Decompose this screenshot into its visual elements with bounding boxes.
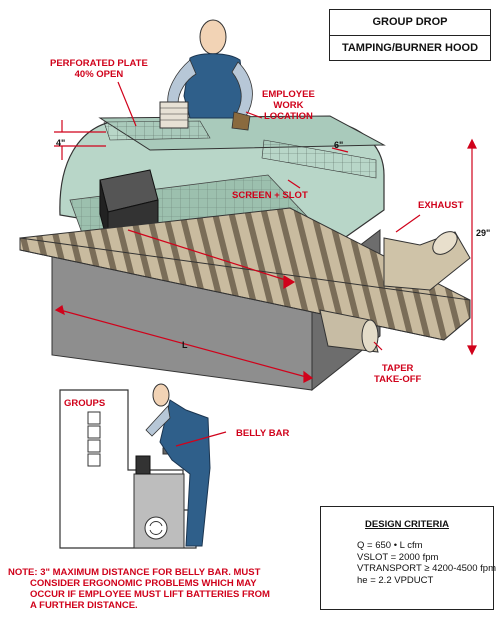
- note-text: NOTE: 3" MAXIMUM DISTANCE FOR BELLY BAR.…: [8, 567, 308, 611]
- perforated-open-text: 40% OPEN: [74, 69, 124, 80]
- exhaust-label: EXHAUST: [418, 200, 464, 211]
- belly-bar-view: [59, 383, 227, 549]
- employee-location-label: EMPLOYEE WORK LOCATION: [262, 89, 315, 122]
- dimension-29-inch: 29": [476, 228, 491, 238]
- perforated-plate-text: PERFORATED PLATE: [50, 58, 148, 69]
- dimension-6-inch: 6": [334, 140, 344, 150]
- screen-slot-label: SCREEN + SLOT: [232, 190, 308, 201]
- top-worker: [159, 19, 253, 131]
- note-line-1: NOTE: 3" MAXIMUM DISTANCE FOR BELLY BAR.…: [8, 567, 261, 578]
- taper-takeoff-label: TAPER TAKE-OFF: [374, 363, 421, 385]
- note-line-2: CONSIDER ERGONOMIC PROBLEMS WHICH MAY: [30, 578, 257, 589]
- design-criteria-heading: DESIGN CRITERIA: [365, 519, 449, 530]
- criteria-transport-velocity: VTRANSPORT ≥ 4200-4500 fpm: [357, 563, 496, 574]
- title-line-1: GROUP DROP: [372, 16, 448, 28]
- criteria-slot-velocity: VSLOT = 2000 fpm: [357, 551, 439, 563]
- taper-takeoff: [319, 309, 379, 353]
- belly-bar-label: BELLY BAR: [236, 428, 290, 439]
- takeoff-text: TAKE-OFF: [374, 374, 422, 385]
- title-line-2: TAMPING/BURNER HOOD: [330, 35, 490, 61]
- employee-text: EMPLOYEE: [262, 89, 315, 100]
- work-text: WORK: [273, 100, 304, 111]
- perforated-plate-label: PERFORATED PLATE 40% OPEN: [50, 58, 148, 80]
- taper-text: TAPER: [381, 363, 414, 374]
- groups-label: GROUPS: [64, 398, 106, 409]
- dimension-length: L: [182, 340, 188, 350]
- criteria-entry-loss: he = 2.2 VPDUCT: [357, 574, 434, 586]
- perforated-plate: [103, 120, 211, 141]
- title-box: GROUP DROP TAMPING/BURNER HOOD: [329, 9, 491, 61]
- location-text: LOCATION: [263, 111, 313, 122]
- design-criteria-box: DESIGN CRITERIA Q = 650 • L cfm VSLOT = …: [320, 506, 496, 610]
- criteria-flow: Q = 650 • L cfm: [357, 540, 423, 551]
- note-line-3: OCCUR IF EMPLOYEE MUST LIFT BATTERIES FR…: [30, 589, 270, 600]
- dimension-4-inch: 4": [56, 138, 66, 148]
- note-line-4: A FURTHER DISTANCE.: [30, 600, 138, 611]
- screen-slot: [261, 139, 377, 179]
- exhaust-duct: [383, 231, 471, 291]
- roller-conveyor: [19, 207, 471, 341]
- annotation-lines: [54, 81, 477, 383]
